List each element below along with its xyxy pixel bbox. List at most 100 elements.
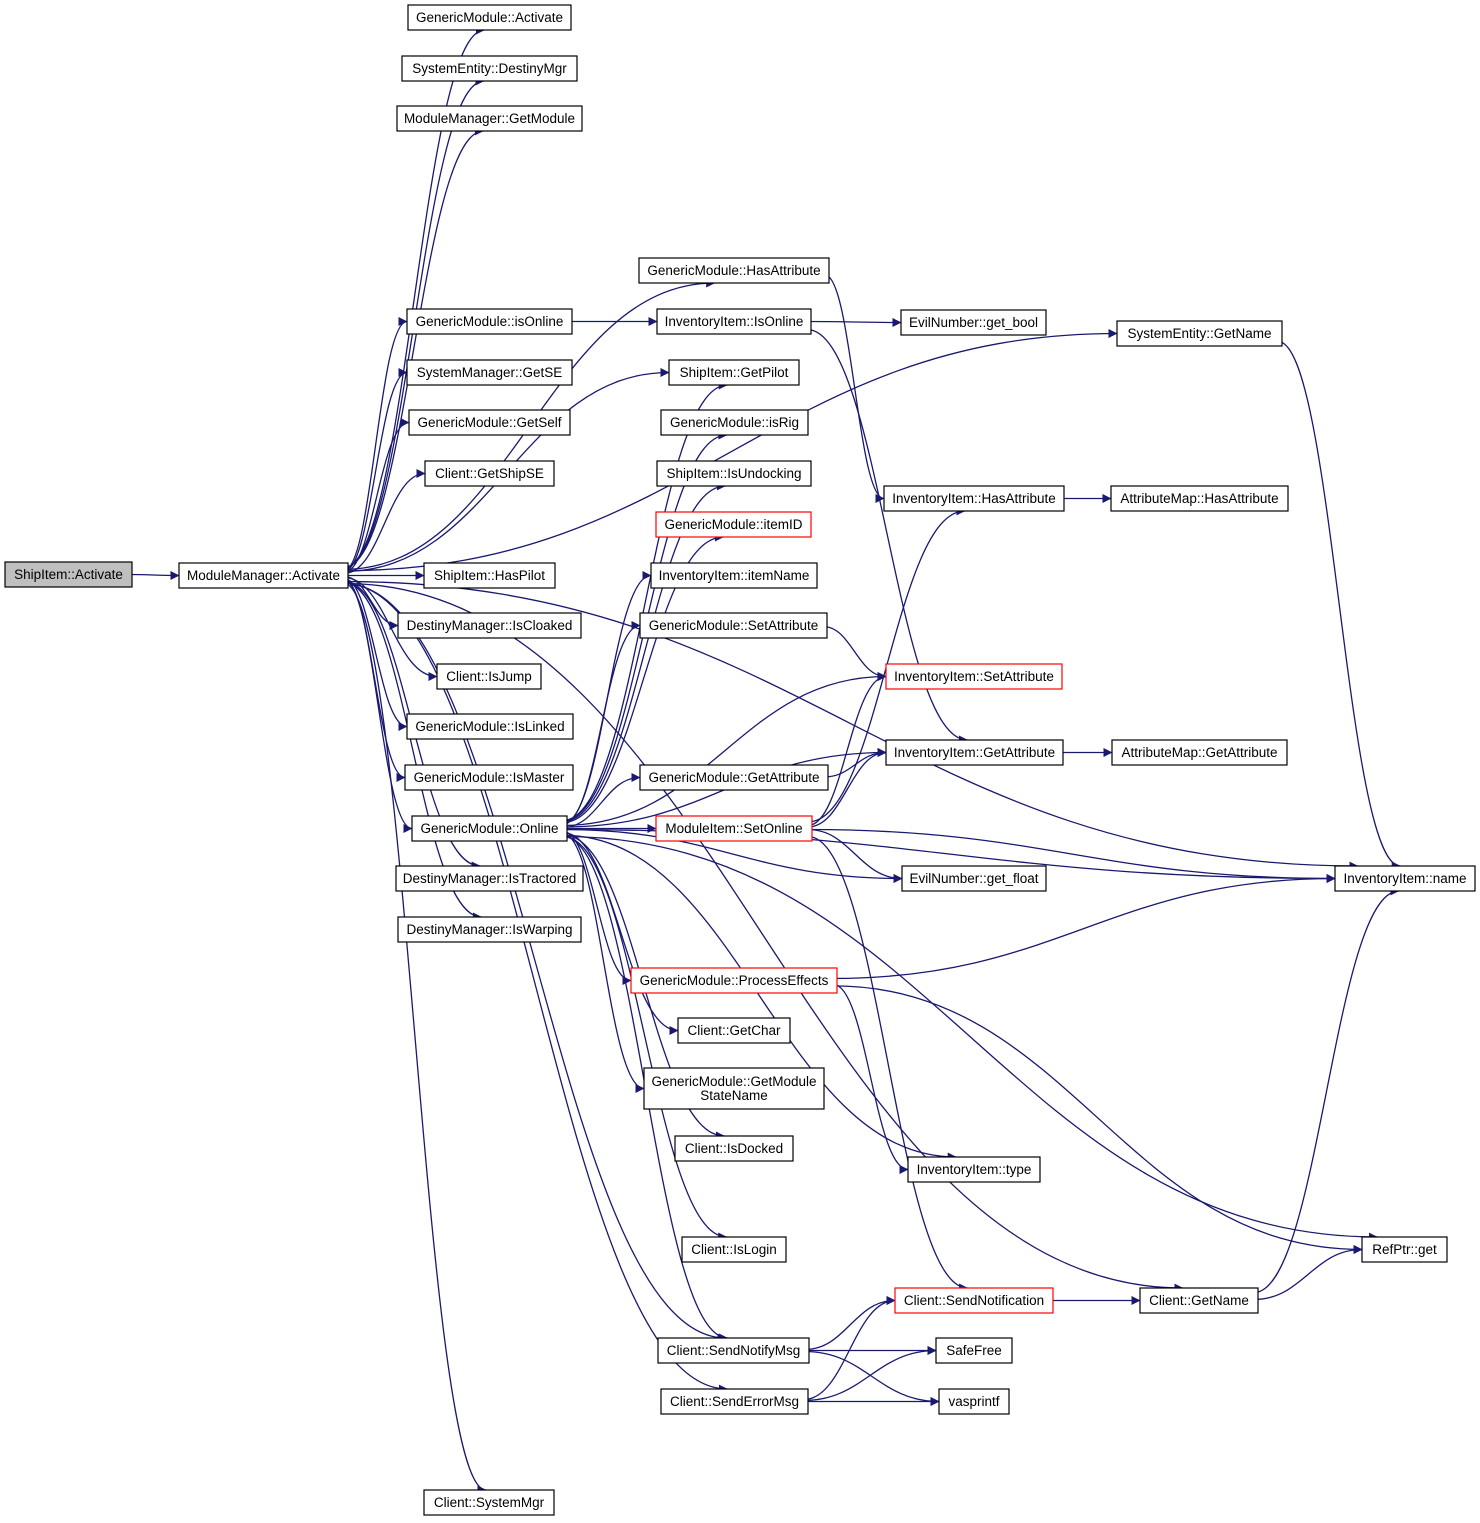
node-box bbox=[655, 815, 813, 842]
node-gm-ismaster[interactable]: GenericModule::IsMaster bbox=[404, 764, 574, 791]
node-box bbox=[424, 460, 555, 487]
call-edge bbox=[343, 576, 438, 681]
node-mm-activate[interactable]: ModuleManager::Activate bbox=[178, 562, 349, 589]
node-label: GenericModule::HasAttribute bbox=[647, 263, 820, 278]
node-label: Client::SystemMgr bbox=[434, 1495, 545, 1510]
node-label: InventoryItem::HasAttribute bbox=[892, 491, 1056, 506]
node-cl-getname[interactable]: Client::GetName bbox=[1139, 1287, 1259, 1314]
node-gm-getattribute[interactable]: GenericModule::GetAttribute bbox=[639, 764, 829, 791]
node-gm-isrig[interactable]: GenericModule::isRig bbox=[660, 409, 809, 436]
node-box bbox=[1116, 320, 1283, 347]
node-gm-activate[interactable]: GenericModule::Activate bbox=[407, 4, 572, 31]
node-label: InventoryItem::SetAttribute bbox=[894, 669, 1054, 684]
node-cl-sendnotifymsg[interactable]: Client::SendNotifyMsg bbox=[657, 1337, 810, 1364]
node-box bbox=[396, 105, 583, 132]
node-box bbox=[938, 1388, 1010, 1415]
node-ii-name[interactable]: InventoryItem::name bbox=[1334, 865, 1476, 892]
node-cl-systemmgr[interactable]: Client::SystemMgr bbox=[423, 1489, 555, 1516]
call-edge bbox=[562, 532, 724, 824]
node-label: AttributeMap::GetAttribute bbox=[1121, 745, 1277, 760]
call-edge bbox=[343, 329, 1118, 572]
node-cl-isdocked[interactable]: Client::IsDocked bbox=[674, 1135, 794, 1162]
node-label: GenericModule::GetAttribute bbox=[648, 770, 819, 785]
node-gm-itemid[interactable]: GenericModule::itemID bbox=[655, 511, 812, 538]
node-gm-processeffects[interactable]: GenericModule::ProcessEffects bbox=[630, 967, 838, 994]
node-label: DestinyManager::IsWarping bbox=[406, 922, 572, 937]
call-edge bbox=[807, 828, 1336, 883]
node-box bbox=[885, 663, 1063, 690]
node-sm-getse[interactable]: SystemManager::GetSE bbox=[406, 359, 573, 386]
node-gm-setattribute[interactable]: GenericModule::SetAttribute bbox=[639, 612, 828, 639]
node-refptr-get[interactable]: RefPtr::get bbox=[1361, 1236, 1448, 1263]
node-ii-setattribute[interactable]: InventoryItem::SetAttribute bbox=[885, 663, 1063, 690]
node-si-getpilot[interactable]: ShipItem::GetPilot bbox=[668, 359, 800, 386]
node-label: ModuleManager::Activate bbox=[187, 568, 340, 583]
node-vasprintf[interactable]: vasprintf bbox=[938, 1388, 1010, 1415]
node-en-getfloat[interactable]: EvilNumber::get_float bbox=[901, 865, 1047, 892]
node-cl-sendnotification[interactable]: Client::SendNotification bbox=[894, 1287, 1054, 1314]
call-edge bbox=[343, 582, 727, 1343]
node-label: Client::IsJump bbox=[446, 669, 532, 684]
node-box bbox=[660, 1388, 809, 1415]
call-edge bbox=[562, 834, 957, 1162]
node-dm-istractored[interactable]: DestinyManager::IsTractored bbox=[395, 865, 584, 892]
node-box bbox=[655, 511, 812, 538]
node-box bbox=[397, 612, 582, 639]
node-gm-online[interactable]: GenericModule::Online bbox=[411, 815, 568, 842]
node-label: SystemEntity::GetName bbox=[1127, 326, 1271, 341]
node-box bbox=[885, 739, 1064, 766]
call-edge bbox=[562, 672, 887, 827]
node-se-destinymgr[interactable]: SystemEntity::DestinyMgr bbox=[401, 55, 578, 82]
node-box bbox=[395, 865, 584, 892]
node-am-hasattribute[interactable]: AttributeMap::HasAttribute bbox=[1110, 485, 1289, 512]
node-si-haspilot[interactable]: ShipItem::HasPilot bbox=[423, 562, 556, 589]
node-gm-isonline[interactable]: GenericModule::isOnline bbox=[406, 308, 573, 335]
node-box bbox=[423, 1489, 555, 1516]
node-box bbox=[401, 55, 578, 82]
call-edge bbox=[832, 983, 909, 1174]
node-ii-isonline[interactable]: InventoryItem::IsOnline bbox=[656, 308, 812, 335]
node-cl-isjump[interactable]: Client::IsJump bbox=[436, 663, 542, 690]
node-gm-hasattribute[interactable]: GenericModule::HasAttribute bbox=[638, 257, 830, 284]
node-label: GenericModule::Online bbox=[420, 821, 558, 836]
node-cl-senderrormsg[interactable]: Client::SendErrorMsg bbox=[660, 1388, 809, 1415]
node-label: Client::GetName bbox=[1149, 1293, 1249, 1308]
node-shipitem-activate[interactable]: ShipItem::Activate bbox=[4, 561, 133, 588]
node-se-getname[interactable]: SystemEntity::GetName bbox=[1116, 320, 1283, 347]
node-en-getbool[interactable]: EvilNumber::get_bool bbox=[900, 309, 1047, 336]
node-gm-islinked[interactable]: GenericModule::IsLinked bbox=[406, 713, 574, 740]
call-edge bbox=[1253, 886, 1400, 1294]
node-safefree[interactable]: SafeFree bbox=[935, 1337, 1013, 1364]
call-edge bbox=[807, 748, 887, 828]
node-dm-iscloaked[interactable]: DestinyManager::IsCloaked bbox=[397, 612, 582, 639]
node-cl-islogin[interactable]: Client::IsLogin bbox=[681, 1236, 787, 1263]
node-ii-hasattribute[interactable]: InventoryItem::HasAttribute bbox=[883, 485, 1065, 512]
call-edge bbox=[803, 1346, 937, 1402]
node-ii-type[interactable]: InventoryItem::type bbox=[907, 1156, 1041, 1183]
node-label: InventoryItem::itemName bbox=[659, 568, 810, 583]
node-label: DestinyManager::IsCloaked bbox=[407, 618, 573, 633]
node-label: GenericModule::itemID bbox=[664, 517, 802, 532]
node-box bbox=[900, 309, 1047, 336]
node-si-isundocking[interactable]: ShipItem::IsUndocking bbox=[656, 460, 812, 487]
call-edge bbox=[343, 469, 426, 575]
node-ii-itemname[interactable]: InventoryItem::itemName bbox=[650, 562, 818, 589]
node-label: GenericModule::SetAttribute bbox=[649, 618, 819, 633]
node-dm-iswarping[interactable]: DestinyManager::IsWarping bbox=[397, 916, 582, 943]
call-edge bbox=[804, 1296, 896, 1351]
node-mi-setonline[interactable]: ModuleItem::SetOnline bbox=[655, 815, 813, 842]
node-cl-getshipse[interactable]: Client::GetShipSE bbox=[424, 460, 555, 487]
node-mm-getmodule[interactable]: ModuleManager::GetModule bbox=[396, 105, 583, 132]
call-edge bbox=[343, 581, 482, 922]
node-gm-getself[interactable]: GenericModule::GetSelf bbox=[408, 409, 571, 436]
node-cl-getchar[interactable]: Client::GetChar bbox=[677, 1017, 791, 1044]
call-edge bbox=[1253, 1245, 1363, 1301]
call-edge bbox=[127, 570, 180, 580]
call-edge bbox=[824, 274, 885, 503]
node-ii-getattribute[interactable]: InventoryItem::GetAttribute bbox=[885, 739, 1064, 766]
call-edge bbox=[807, 672, 887, 827]
node-am-getattribute[interactable]: AttributeMap::GetAttribute bbox=[1111, 739, 1288, 766]
call-edge bbox=[822, 625, 887, 681]
node-label: DestinyManager::IsTractored bbox=[403, 871, 577, 886]
